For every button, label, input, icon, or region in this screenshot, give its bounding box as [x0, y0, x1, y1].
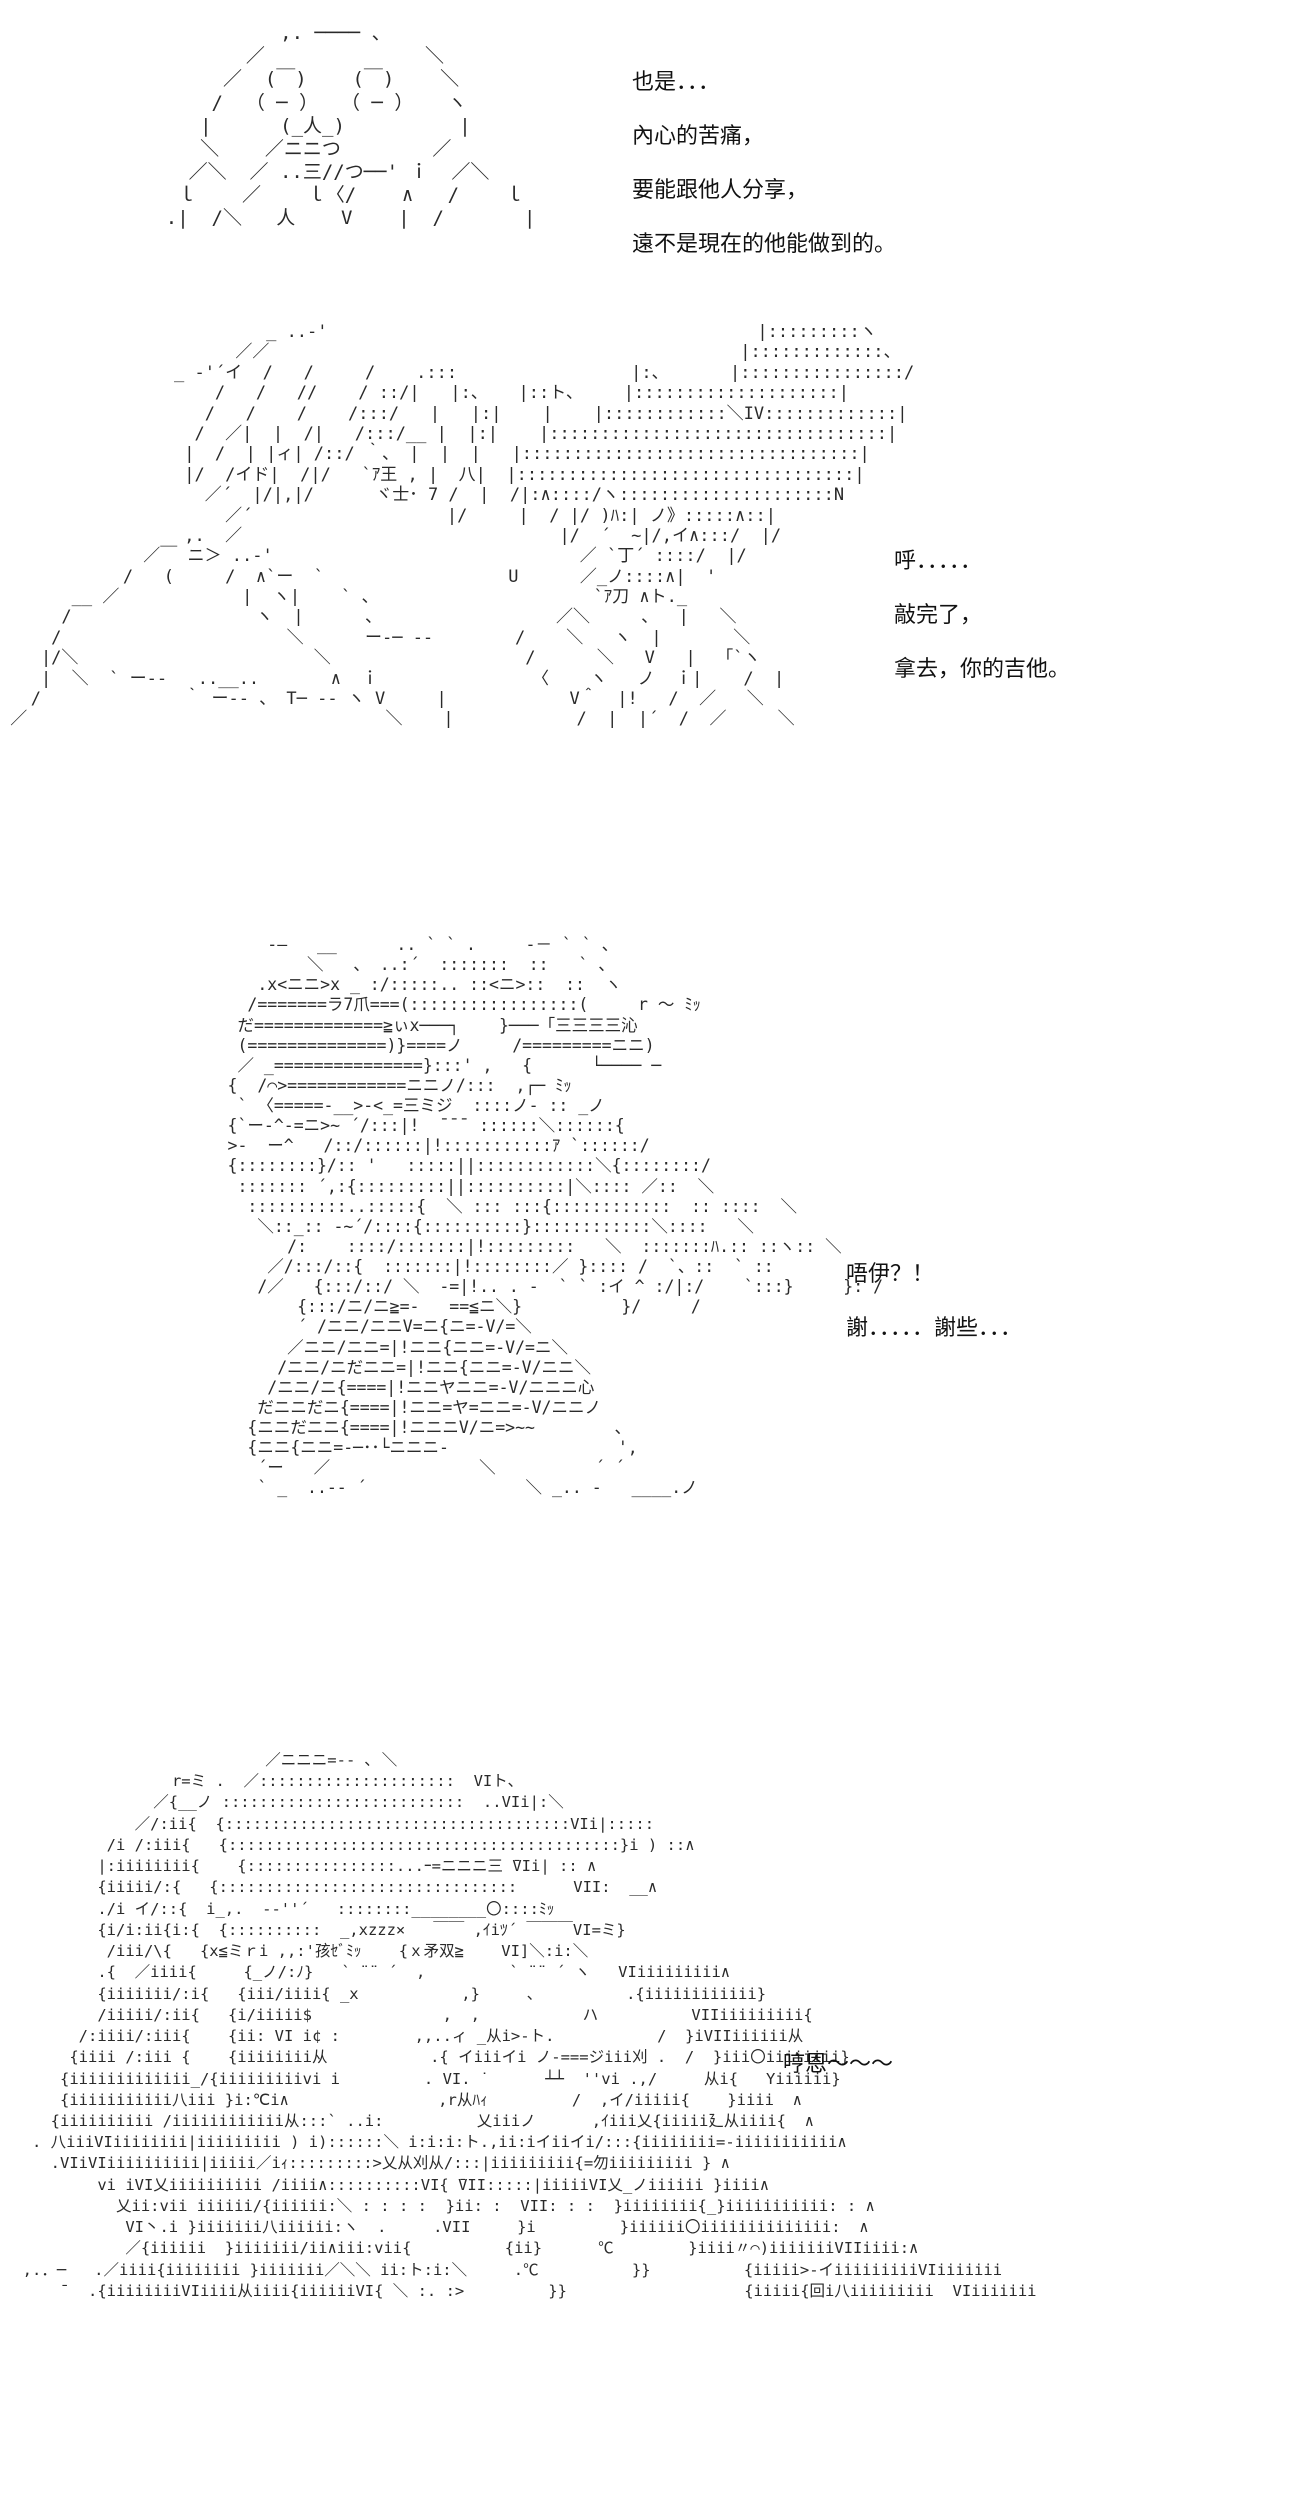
dialogue-line: 呼．．．．．	[894, 549, 983, 574]
ascii-art-guitar-handoff: _ ..-' |:::::::::ヽ ／／ |:::::::::::::、 _ …	[10, 322, 915, 730]
panel-4: ／ニニニ=-- ､ ＼ r=ミ . ／:::::::::::::::::::::…	[0, 1740, 1300, 2480]
dialogue-line: 哼恩～～～	[783, 2052, 894, 2077]
dialogue-line: 謝．．．．．謝些．．．	[846, 1316, 1023, 1341]
dialogue-line: 敲完了，	[894, 603, 983, 628]
dialogue-panel-1: 也是．．． 內心的苦痛， 要能跟他人分享， 遠不是現在的他能做到的。	[632, 56, 896, 272]
dialogue-line: 也是．．．	[632, 70, 721, 95]
panel-2: _ ..-' |:::::::::ヽ ／／ |:::::::::::::、 _ …	[0, 310, 1300, 900]
dialogue-panel-4: 哼恩～～～	[783, 2038, 893, 2092]
dialogue-panel-3: 唔伊？！ 謝．．．．．謝些．．．	[846, 1248, 1022, 1356]
dialogue-line: 遠不是現在的他能做到的。	[632, 232, 897, 257]
dialogue-line: 唔伊？！	[846, 1262, 935, 1287]
panel-3: -― __ .. ` ` . -－ ` ` 、 ＼ 、 ..:´ :::::::…	[0, 920, 1300, 1690]
dialogue-line: 拿去，你的吉他。	[894, 657, 1071, 682]
ascii-art-character-reaching: -― __ .. ` ` . -－ ` ` 、 ＼ 、 ..:´ :::::::…	[227, 935, 884, 1498]
dialogue-panel-2: 呼．．．．． 敲完了， 拿去，你的吉他。	[894, 535, 1070, 697]
dialogue-line: 內心的苦痛，	[632, 124, 765, 149]
dialogue-line: 要能跟他人分享，	[632, 178, 809, 203]
panel-1: ,. ──── 、 ／ ＼ ／ (￣) (￣) ＼ / （ ─ ） （ ─ ） …	[0, 0, 1300, 300]
ascii-art-face: ,. ──── 、 ／ ＼ ／ (￣) (￣) ＼ / （ ─ ） （ ─ ） …	[165, 22, 536, 230]
ascii-art-character-smug: ／ニニニ=-- ､ ＼ r=ミ . ／:::::::::::::::::::::…	[22, 1751, 1037, 2300]
